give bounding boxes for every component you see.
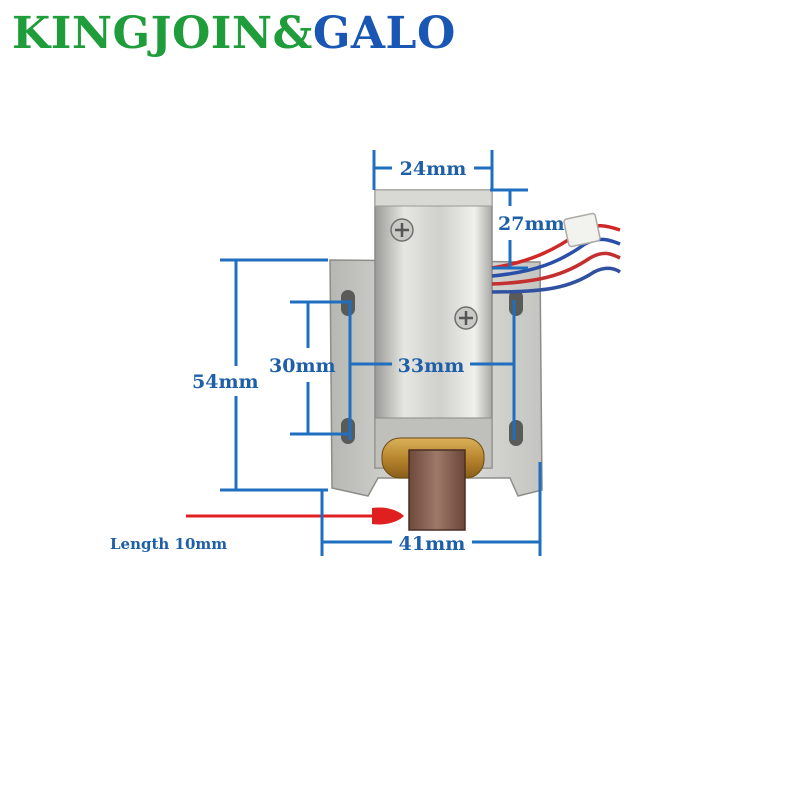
lock-bolt: [381, 437, 485, 531]
dimension-lines: [220, 150, 542, 556]
dim-label-54mm: 54mm: [192, 371, 259, 393]
brand-ampersand: &: [272, 8, 313, 59]
dim-label-24mm: 24mm: [400, 158, 467, 180]
screw-middle: [454, 306, 478, 330]
brand-logo: KINGJOIN&GALO: [12, 4, 456, 64]
dim-label-30mm: 30mm: [269, 355, 336, 377]
mounting-slot-top-right: [509, 290, 523, 316]
lock-body: [374, 189, 493, 469]
bolt-length-note: Length 10mm: [110, 535, 227, 553]
mounting-slot-bottom-left: [341, 418, 355, 444]
dim-label-41mm: 41mm: [399, 533, 466, 555]
length-arrow: [186, 507, 404, 525]
brand-name-part2: GALO: [312, 8, 456, 59]
screw-top: [390, 218, 414, 242]
dim-label-33mm: 33mm: [398, 355, 465, 377]
brand-name-part1: KINGJOIN: [12, 8, 273, 59]
mounting-slot-bottom-right: [509, 420, 523, 446]
wire-connector: [563, 212, 601, 248]
dim-label-27mm: 27mm: [498, 213, 565, 235]
